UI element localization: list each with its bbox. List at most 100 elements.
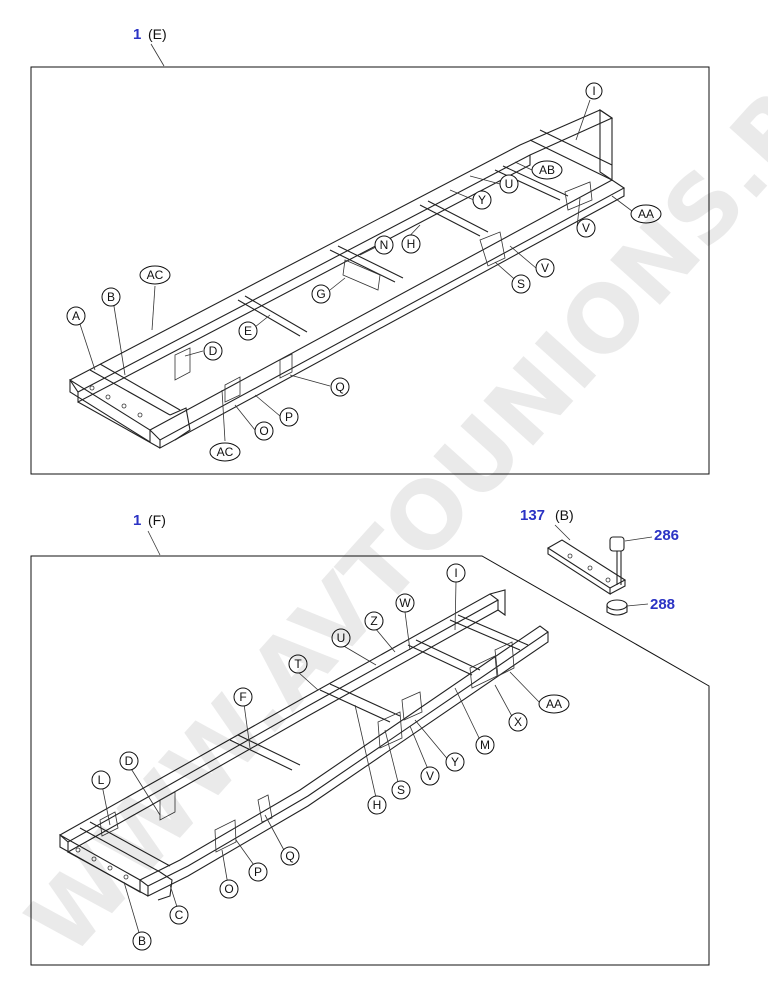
callout-f-11: V <box>420 766 440 786</box>
svg-text:N: N <box>380 238 389 252</box>
svg-text:B: B <box>107 290 115 304</box>
callout-f-20: B <box>132 931 152 951</box>
svg-text:AC: AC <box>217 445 234 459</box>
callout-e-7: N <box>374 235 394 255</box>
callout-e-9: V <box>535 258 555 278</box>
callout-e-4: Y <box>472 190 492 210</box>
callout-f-19: C <box>169 905 189 925</box>
panel-e-ref-label: (E) <box>148 26 167 42</box>
svg-text:V: V <box>541 261 549 275</box>
svg-text:U: U <box>505 177 514 191</box>
svg-text:I: I <box>592 84 595 98</box>
callout-e-1: I <box>585 82 603 100</box>
callout-f-3: Z <box>364 611 384 631</box>
svg-text:H: H <box>373 798 382 812</box>
detail-parts: 137 (B) 286 288 <box>520 507 679 616</box>
callout-f-5: T <box>288 654 308 674</box>
callout-e-16: D <box>203 341 223 361</box>
panel-f-ref-label: (F) <box>148 512 166 528</box>
panel-f-leader <box>147 530 161 556</box>
callout-e-11: G <box>311 284 331 304</box>
plate-137-icon <box>546 539 627 596</box>
callout-e-20: AC <box>209 442 241 462</box>
callout-e-15: A <box>66 306 86 326</box>
svg-text:G: G <box>316 287 325 301</box>
svg-text:O: O <box>224 882 233 896</box>
svg-text:AA: AA <box>638 207 654 221</box>
callout-f-13: H <box>367 795 387 815</box>
svg-text:T: T <box>294 657 302 671</box>
part-137-number[interactable]: 137 <box>520 507 545 524</box>
panel-e-leader <box>150 43 165 67</box>
svg-text:H: H <box>407 237 416 251</box>
callout-f-10: Y <box>445 752 465 772</box>
callout-f-1: I <box>446 563 466 583</box>
callout-f-15: L <box>91 770 111 790</box>
panel-e: 1 (E) <box>30 26 710 475</box>
callout-f-9: M <box>475 735 495 755</box>
svg-text:W: W <box>399 596 411 610</box>
callout-e-14: B <box>101 287 121 307</box>
svg-text:X: X <box>514 715 522 729</box>
svg-text:P: P <box>254 865 262 879</box>
callout-f-12: S <box>391 780 411 800</box>
callout-e-2: AB <box>531 160 563 180</box>
callout-f-2: W <box>395 593 415 613</box>
callout-f-14: D <box>119 751 139 771</box>
svg-text:AB: AB <box>539 163 555 177</box>
svg-text:WWW.AVTOUNIONS.RU: WWW.AVTOUNIONS.RU <box>7 14 768 975</box>
svg-text:S: S <box>517 277 525 291</box>
watermark: WWW.AVTOUNIONS.RU <box>7 14 768 975</box>
callout-e-8: H <box>401 234 421 254</box>
svg-text:A: A <box>72 309 80 323</box>
svg-text:L: L <box>98 773 105 787</box>
panel-f-ref-number[interactable]: 1 <box>133 512 141 529</box>
callout-e-18: P <box>279 407 299 427</box>
svg-text:D: D <box>209 344 218 358</box>
svg-text:AA: AA <box>546 697 562 711</box>
part-288-number[interactable]: 288 <box>650 596 675 613</box>
callout-f-4: U <box>331 628 351 648</box>
svg-text:M: M <box>480 738 490 752</box>
callouts-e: I AB U Y AA V N H V S G AC E B A D Q P O… <box>66 82 662 462</box>
callout-f-16: Q <box>280 846 300 866</box>
callout-e-17: Q <box>330 377 350 397</box>
svg-text:B: B <box>138 934 146 948</box>
svg-text:Y: Y <box>451 755 459 769</box>
svg-text:S: S <box>397 783 405 797</box>
svg-text:V: V <box>582 221 590 235</box>
panel-e-ref-number[interactable]: 1 <box>133 26 141 43</box>
svg-text:Q: Q <box>285 849 294 863</box>
svg-text:C: C <box>175 908 184 922</box>
callout-e-5: AA <box>630 204 662 224</box>
callout-f-8: F <box>233 687 253 707</box>
chassis-frame-e <box>69 108 626 449</box>
nut-288-icon <box>606 599 628 616</box>
callout-e-10: S <box>511 274 531 294</box>
callout-e-6: V <box>576 218 596 238</box>
callout-e-19: O <box>254 421 274 441</box>
svg-text:E: E <box>244 324 252 338</box>
callout-e-12: AC <box>139 265 171 285</box>
svg-text:Y: Y <box>478 193 486 207</box>
part-286-number[interactable]: 286 <box>654 527 679 544</box>
callout-e-3: U <box>499 174 519 194</box>
svg-text:P: P <box>285 410 293 424</box>
svg-text:V: V <box>426 769 434 783</box>
svg-text:I: I <box>454 566 457 580</box>
svg-text:U: U <box>337 631 346 645</box>
svg-text:O: O <box>259 424 268 438</box>
callout-e-13: E <box>238 321 258 341</box>
svg-text:AC: AC <box>147 268 164 282</box>
panel-f-frame <box>30 555 710 966</box>
callouts-f: I W Z U T AA X F M Y V S H D L Q P O C B <box>91 563 570 951</box>
callout-f-18: O <box>219 879 239 899</box>
callout-f-7: X <box>508 712 528 732</box>
panel-e-frame <box>30 66 710 475</box>
panel-f: 1 (F) <box>30 507 710 966</box>
callout-f-6: AA <box>538 694 570 714</box>
bolt-286-icon <box>609 536 625 585</box>
callout-f-17: P <box>248 862 268 882</box>
svg-text:Q: Q <box>335 380 344 394</box>
